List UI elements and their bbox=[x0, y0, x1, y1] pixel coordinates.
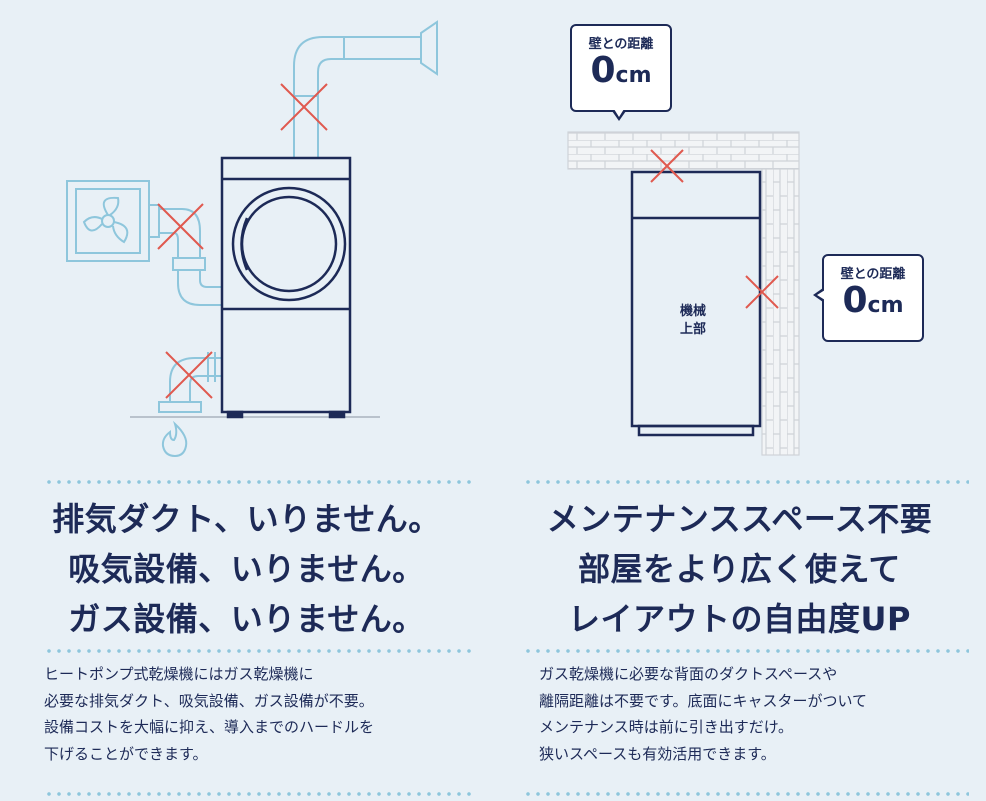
dotted-divider bbox=[523, 480, 969, 484]
description-line: ヒートポンプ式乾燥機にはガス乾燥機に bbox=[44, 665, 314, 683]
gas-pipe-icon bbox=[158, 352, 222, 413]
right-headline: メンテナンススペース不要 部屋をより広く使えて レイアウトの自由度UP bbox=[493, 494, 986, 644]
bubble-label: 壁との距離 bbox=[588, 37, 654, 52]
dotted-divider bbox=[523, 792, 969, 796]
dotted-divider bbox=[44, 649, 476, 653]
bubble-value: 0cm bbox=[824, 282, 922, 325]
machine-label-line: 機械 bbox=[679, 304, 706, 319]
dotted-divider bbox=[523, 649, 969, 653]
dotted-divider bbox=[44, 480, 476, 484]
headline-line: 排気ダクト、いりません。 bbox=[52, 500, 441, 538]
intake-pipe-icon bbox=[159, 208, 222, 306]
bubble-unit: cm bbox=[867, 293, 904, 318]
bubble-number: 0 bbox=[842, 280, 868, 321]
wall-icon bbox=[567, 131, 800, 456]
bubble-label: 壁との距離 bbox=[840, 267, 906, 282]
machine-label-line: 上部 bbox=[679, 322, 706, 337]
wall-distance-bubble-right: 壁との距離 0cm bbox=[813, 254, 924, 342]
description-line: 設備コストを大幅に抑え、導入までのハードルを bbox=[44, 718, 375, 736]
bubble-number: 0 bbox=[590, 50, 616, 91]
exhaust-duct-icon bbox=[293, 20, 438, 158]
description-line: メンテナンス時は前に引き出すだけ。 bbox=[539, 718, 793, 736]
description-line: 離隔距離は不要です。底面にキャスターがついて bbox=[539, 691, 868, 710]
machine-top-label: 機械 上部 bbox=[658, 303, 728, 339]
wall-clearance-illustration bbox=[567, 131, 800, 456]
left-headline: 排気ダクト、いりません。 吸気設備、いりません。 ガス設備、いりません。 bbox=[0, 494, 493, 644]
dryer-icon bbox=[220, 156, 352, 419]
headline-line: 吸気設備、いりません。 bbox=[68, 550, 425, 588]
ventilation-fan-icon bbox=[66, 180, 160, 262]
left-panel: 排気ダクト、いりません。 吸気設備、いりません。 ガス設備、いりません。 ヒート… bbox=[0, 20, 493, 796]
dotted-divider bbox=[44, 792, 476, 796]
description-line: 狭いスペースも有効活用できます。 bbox=[539, 744, 776, 763]
cross-mark-icon bbox=[650, 149, 779, 309]
dryer-installation-illustration bbox=[66, 20, 438, 458]
cross-mark-icon bbox=[157, 83, 328, 399]
description-line: ガス乾燥機に必要な背面のダクトスペースや bbox=[539, 665, 838, 683]
bubble-value: 0cm bbox=[572, 52, 670, 95]
right-description: ガス乾燥機に必要な背面のダクトスペースや 離隔距離は不要です。底面にキャスターが… bbox=[539, 661, 867, 767]
left-description: ヒートポンプ式乾燥機にはガス乾燥機に 必要な排気ダクト、吸気設備、ガス設備が不要… bbox=[44, 661, 374, 767]
gas-flame-icon bbox=[161, 420, 188, 458]
wall-distance-bubble-top: 壁との距離 0cm bbox=[570, 24, 672, 121]
description-line: 必要な排気ダクト、吸気設備、ガス設備が不要。 bbox=[44, 691, 374, 710]
headline-line: 部屋をより広く使えて bbox=[578, 550, 901, 588]
machine-top-view-icon bbox=[630, 170, 762, 437]
headline-line: レイアウトの自由度UP bbox=[568, 600, 911, 638]
right-panel: 機械 上部 壁との距離 0cm 壁との距離 0cm メンテナンススペース不要 部… bbox=[493, 0, 986, 801]
description-line: 下げることができます。 bbox=[44, 744, 208, 763]
headline-line: ガス設備、いりません。 bbox=[68, 600, 425, 638]
headline-line: メンテナンススペース不要 bbox=[546, 500, 933, 538]
bubble-unit: cm bbox=[615, 63, 652, 88]
